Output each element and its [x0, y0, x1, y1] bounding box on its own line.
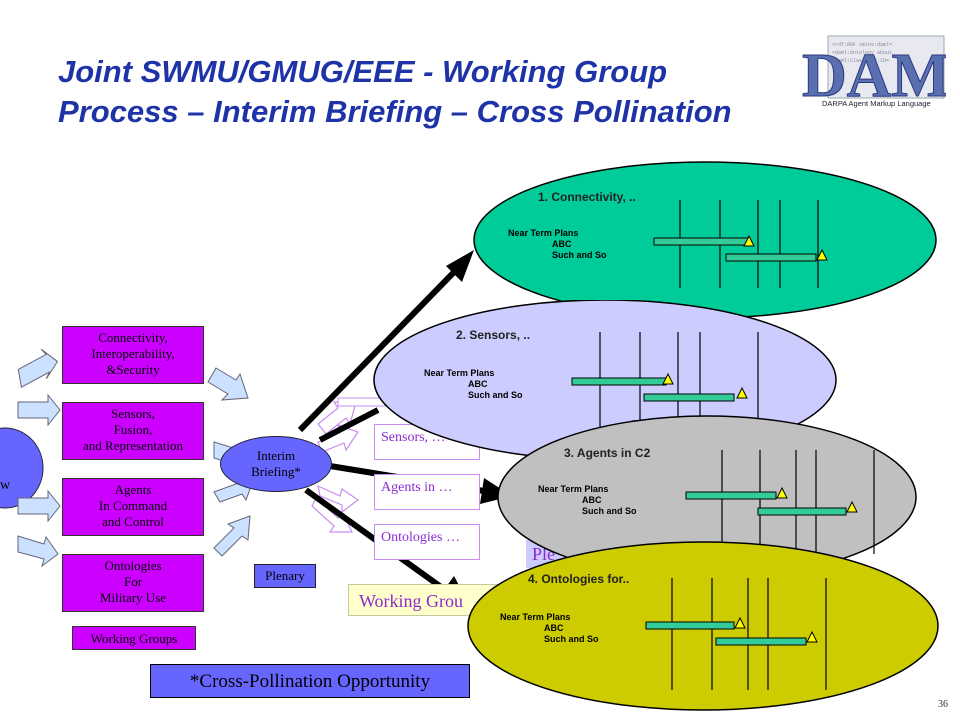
logo-text: DAML [802, 42, 946, 110]
ellipse-1-plan: Near Term Plans ABC Such and So [508, 228, 607, 260]
title-line-1: Joint SWMU/GMUG/EEE - Working Group [58, 54, 668, 89]
wg-box-ontologies: Ontologies For Military Use [62, 554, 204, 612]
page-number: 36 [938, 699, 948, 710]
plenary-label: Plenary [254, 564, 316, 588]
ellipse-2-label: 2. Sensors, .. [456, 328, 531, 342]
flow-box-ontologies: Ontologies … [374, 524, 480, 560]
ellipse-4-label: 4. Ontologies for.. [528, 572, 630, 586]
wg-box-agents: Agents In Command and Control [62, 478, 204, 536]
ellipse-3-label: 3. Agents in C2 [564, 446, 651, 460]
interim-briefing-node: Interim Briefing* [220, 436, 332, 492]
wg-box-connectivity: Connectivity, Interoperability, &Securit… [62, 326, 204, 384]
cross-pollination-label: *Cross-Pollination Opportunity [150, 664, 470, 698]
daml-logo: <rdf:RDF xmlns:daml= <daml:Ontology abou… [798, 30, 960, 111]
ellipse-connectivity: 1. Connectivity, .. Near Term Plans ABC … [472, 160, 938, 320]
ellipse-ontologies: 4. Ontologies for.. Near Term Plans ABC … [466, 540, 940, 712]
interim-line-2: Briefing* [251, 464, 301, 479]
ellipse-4-plan: Near Term Plans ABC Such and So [500, 612, 599, 644]
title-line-2: Process – Interim Briefing – Cross Polli… [58, 94, 732, 129]
flow-box-agents: Agents in … [374, 474, 480, 510]
ellipse-1-label: 1. Connectivity, .. [538, 190, 636, 204]
svg-text:<daml:Class rdf:ID=: <daml:Class rdf:ID= [832, 58, 889, 64]
slide-title: Joint SWMU/GMUG/EEE - Working Group Proc… [58, 52, 878, 132]
ellipse-2-plan: Near Term Plans ABC Such and So [424, 368, 523, 400]
svg-text:<daml:Ontology about: <daml:Ontology about [832, 50, 892, 56]
ellipse-3-plan: Near Term Plans ABC Such and So [538, 484, 637, 516]
wg-box-sensors: Sensors, Fusion, and Representation [62, 402, 204, 460]
working-groups-label: Working Groups [72, 626, 196, 650]
interim-line-1: Interim [256, 448, 296, 463]
logo-caption: DARPA Agent Markup Language [822, 99, 931, 108]
left-partial-text: w [0, 478, 11, 493]
svg-text:<rdf:RDF xmlns:daml=: <rdf:RDF xmlns:daml= [832, 42, 892, 48]
